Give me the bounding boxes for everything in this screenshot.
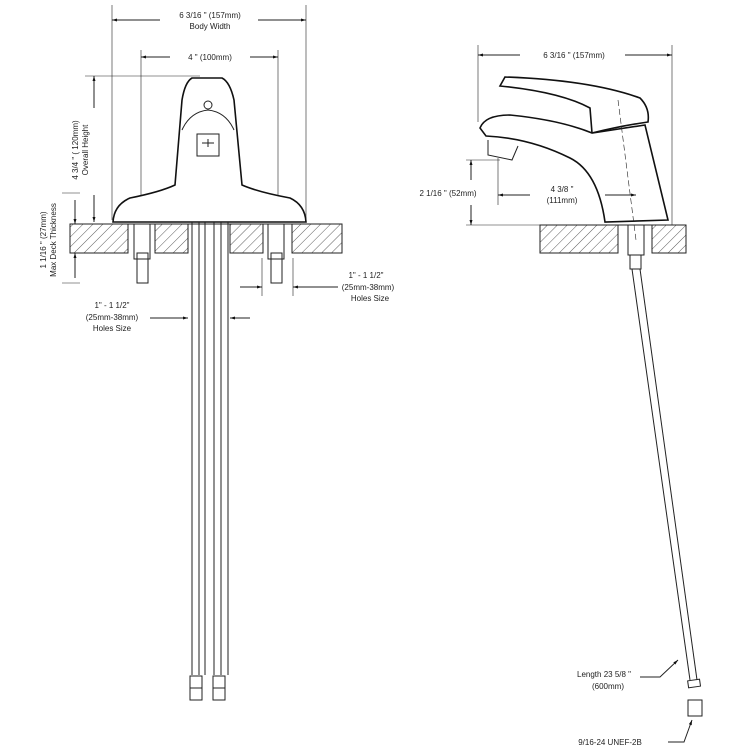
faucet-side xyxy=(479,76,703,717)
spout-reach-dimension: 4 3/8 " xyxy=(551,185,574,194)
right-hole-size-label: Holes Size xyxy=(351,294,390,303)
side-view: 6 3/16 " (157mm) 2 1/16 " (52mm) 4 3/8 "… xyxy=(419,45,703,747)
side-width-dimension: 6 3/16 " (157mm) xyxy=(543,51,605,60)
thread-specification: 9/16-24 UNEF-2B xyxy=(578,738,642,747)
faucet-front xyxy=(112,77,307,701)
deck-thickness-label: Max Deck Thickness xyxy=(49,203,58,277)
deck-thickness-dimension: 1 1/16 " (27mm) xyxy=(39,211,48,268)
body-width-label: Body Width xyxy=(190,22,231,31)
left-hole-size-mm: (25mm-38mm) xyxy=(86,313,139,322)
spout-reach-mm: (111mm) xyxy=(547,196,578,205)
overall-height-label: Overall Height xyxy=(81,124,90,175)
hose-length-mm: (600mm) xyxy=(592,682,624,691)
front-view: 6 3/16 " (157mm) Body Width 4 " (100mm) … xyxy=(39,5,395,701)
deck-section xyxy=(69,223,343,254)
spout-height-dimension: 2 1/16 " (52mm) xyxy=(419,189,476,198)
right-hole-size-mm: (25mm-38mm) xyxy=(342,283,395,292)
right-hole-size-range: 1" - 1 1/2" xyxy=(348,271,383,280)
overall-height-dimension: 4 3/4 " ( 120mm) xyxy=(71,120,80,180)
center-spacing-dimension: 4 " (100mm) xyxy=(188,53,232,62)
left-hole-size-label: Holes Size xyxy=(93,324,132,333)
hose-length-dimension: Length 23 5/8 " xyxy=(577,670,631,679)
left-hole-size-range: 1" - 1 1/2" xyxy=(94,301,129,310)
body-width-dimension: 6 3/16 " (157mm) xyxy=(179,11,241,20)
